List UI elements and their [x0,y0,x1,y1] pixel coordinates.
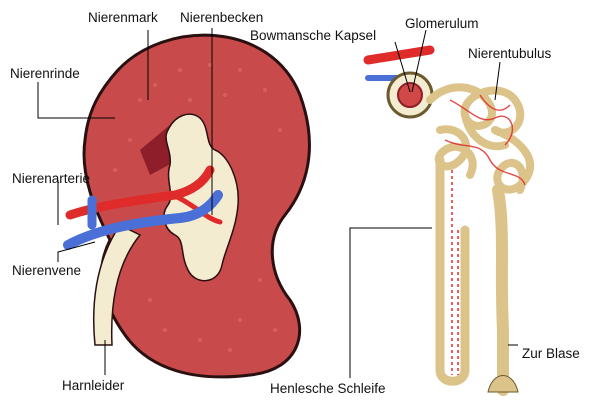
label-nierenbecken: Nierenbecken [180,10,263,25]
glomerulus [398,83,422,107]
label-nierenrinde: Nierenrinde [10,66,80,81]
label-nierentubulus: Nierentubulus [468,46,552,61]
vasa-recta [452,170,458,375]
label-nierenmark: Nierenmark [88,10,158,25]
kidney-illustration [68,35,309,377]
label-henlesche-schleife: Henlesche Schleife [270,381,386,396]
convoluted-tubule [430,87,530,190]
collecting-duct-end [488,376,518,393]
label-nierenarterie: Nierenarterie [12,171,90,186]
nephron-illustration [368,50,530,392]
collecting-duct [498,190,503,390]
label-bowmansche-kapsel: Bowmansche Kapsel [250,28,376,43]
label-harnleider: Harnleider [62,378,125,393]
label-glomerulum: Glomerulum [405,16,479,31]
label-nierenvene: Nierenvene [12,263,81,278]
label-zur-blase: Zur Blase [522,346,580,361]
